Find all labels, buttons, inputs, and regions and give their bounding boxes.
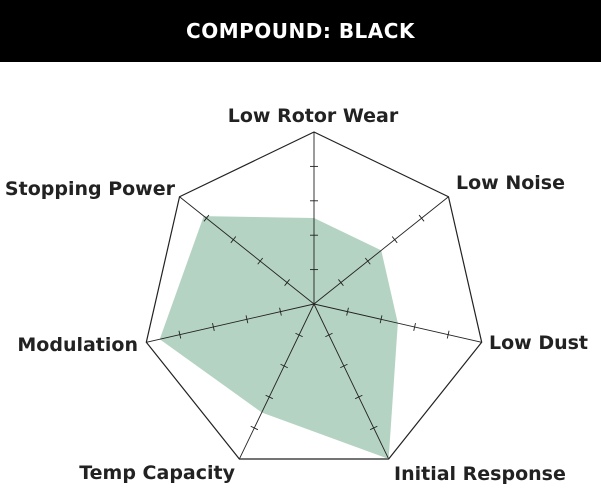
axis-label-low-dust: Low Dust — [489, 332, 588, 354]
radar-tick — [369, 425, 378, 431]
radar-spoke-5 — [146, 303, 315, 343]
radar-tick — [295, 332, 303, 338]
radar-tick — [325, 332, 333, 338]
radar-tick — [418, 214, 425, 222]
axis-label-temp-capacity: Temp Capacity — [79, 462, 235, 484]
radar-spoke-4 — [238, 303, 315, 460]
axis-label-initial-response: Initial Response — [394, 463, 566, 485]
radar-spoke-3 — [313, 303, 390, 460]
radar-series-area — [159, 216, 398, 459]
radar-tick — [284, 279, 290, 286]
radar-outer-polygon — [145, 131, 483, 460]
radar-tick — [250, 425, 259, 431]
radar-tick — [391, 236, 398, 244]
radar-spoke-1 — [313, 196, 449, 305]
radar-tick — [280, 363, 288, 369]
radar-tick — [257, 257, 264, 265]
radar-tick — [279, 307, 282, 316]
chart-header: COMPOUND: BLACK — [0, 0, 601, 62]
radar-tick — [364, 257, 371, 265]
radar-spoke-2 — [313, 303, 482, 343]
chart-title: COMPOUND: BLACK — [186, 19, 415, 43]
radar-tick — [203, 214, 210, 222]
axis-label-stopping-power: Stopping Power — [5, 178, 176, 200]
radar-spokes-group — [146, 132, 482, 460]
axis-label-low-rotor-wear: Low Rotor Wear — [228, 105, 399, 127]
radar-tick — [340, 363, 348, 369]
radar-tick — [446, 330, 450, 339]
axis-label-modulation: Modulation — [17, 334, 138, 356]
radar-tick — [245, 315, 249, 324]
radar-tick — [265, 394, 274, 400]
radar-data-area-group — [159, 215, 398, 460]
radar-tick — [354, 394, 363, 400]
radar-tick — [346, 307, 349, 316]
radar-outer-polygon-group — [145, 131, 483, 460]
radar-tick — [338, 279, 344, 286]
radar-ticks-group — [178, 165, 450, 431]
radar-tick — [379, 315, 383, 324]
radar-tick — [212, 322, 215, 331]
radar-tick — [230, 236, 237, 244]
axis-label-low-noise: Low Noise — [456, 172, 565, 194]
radar-tick — [413, 322, 416, 331]
radar-tick — [178, 330, 182, 339]
radar-spoke-6 — [179, 196, 315, 305]
